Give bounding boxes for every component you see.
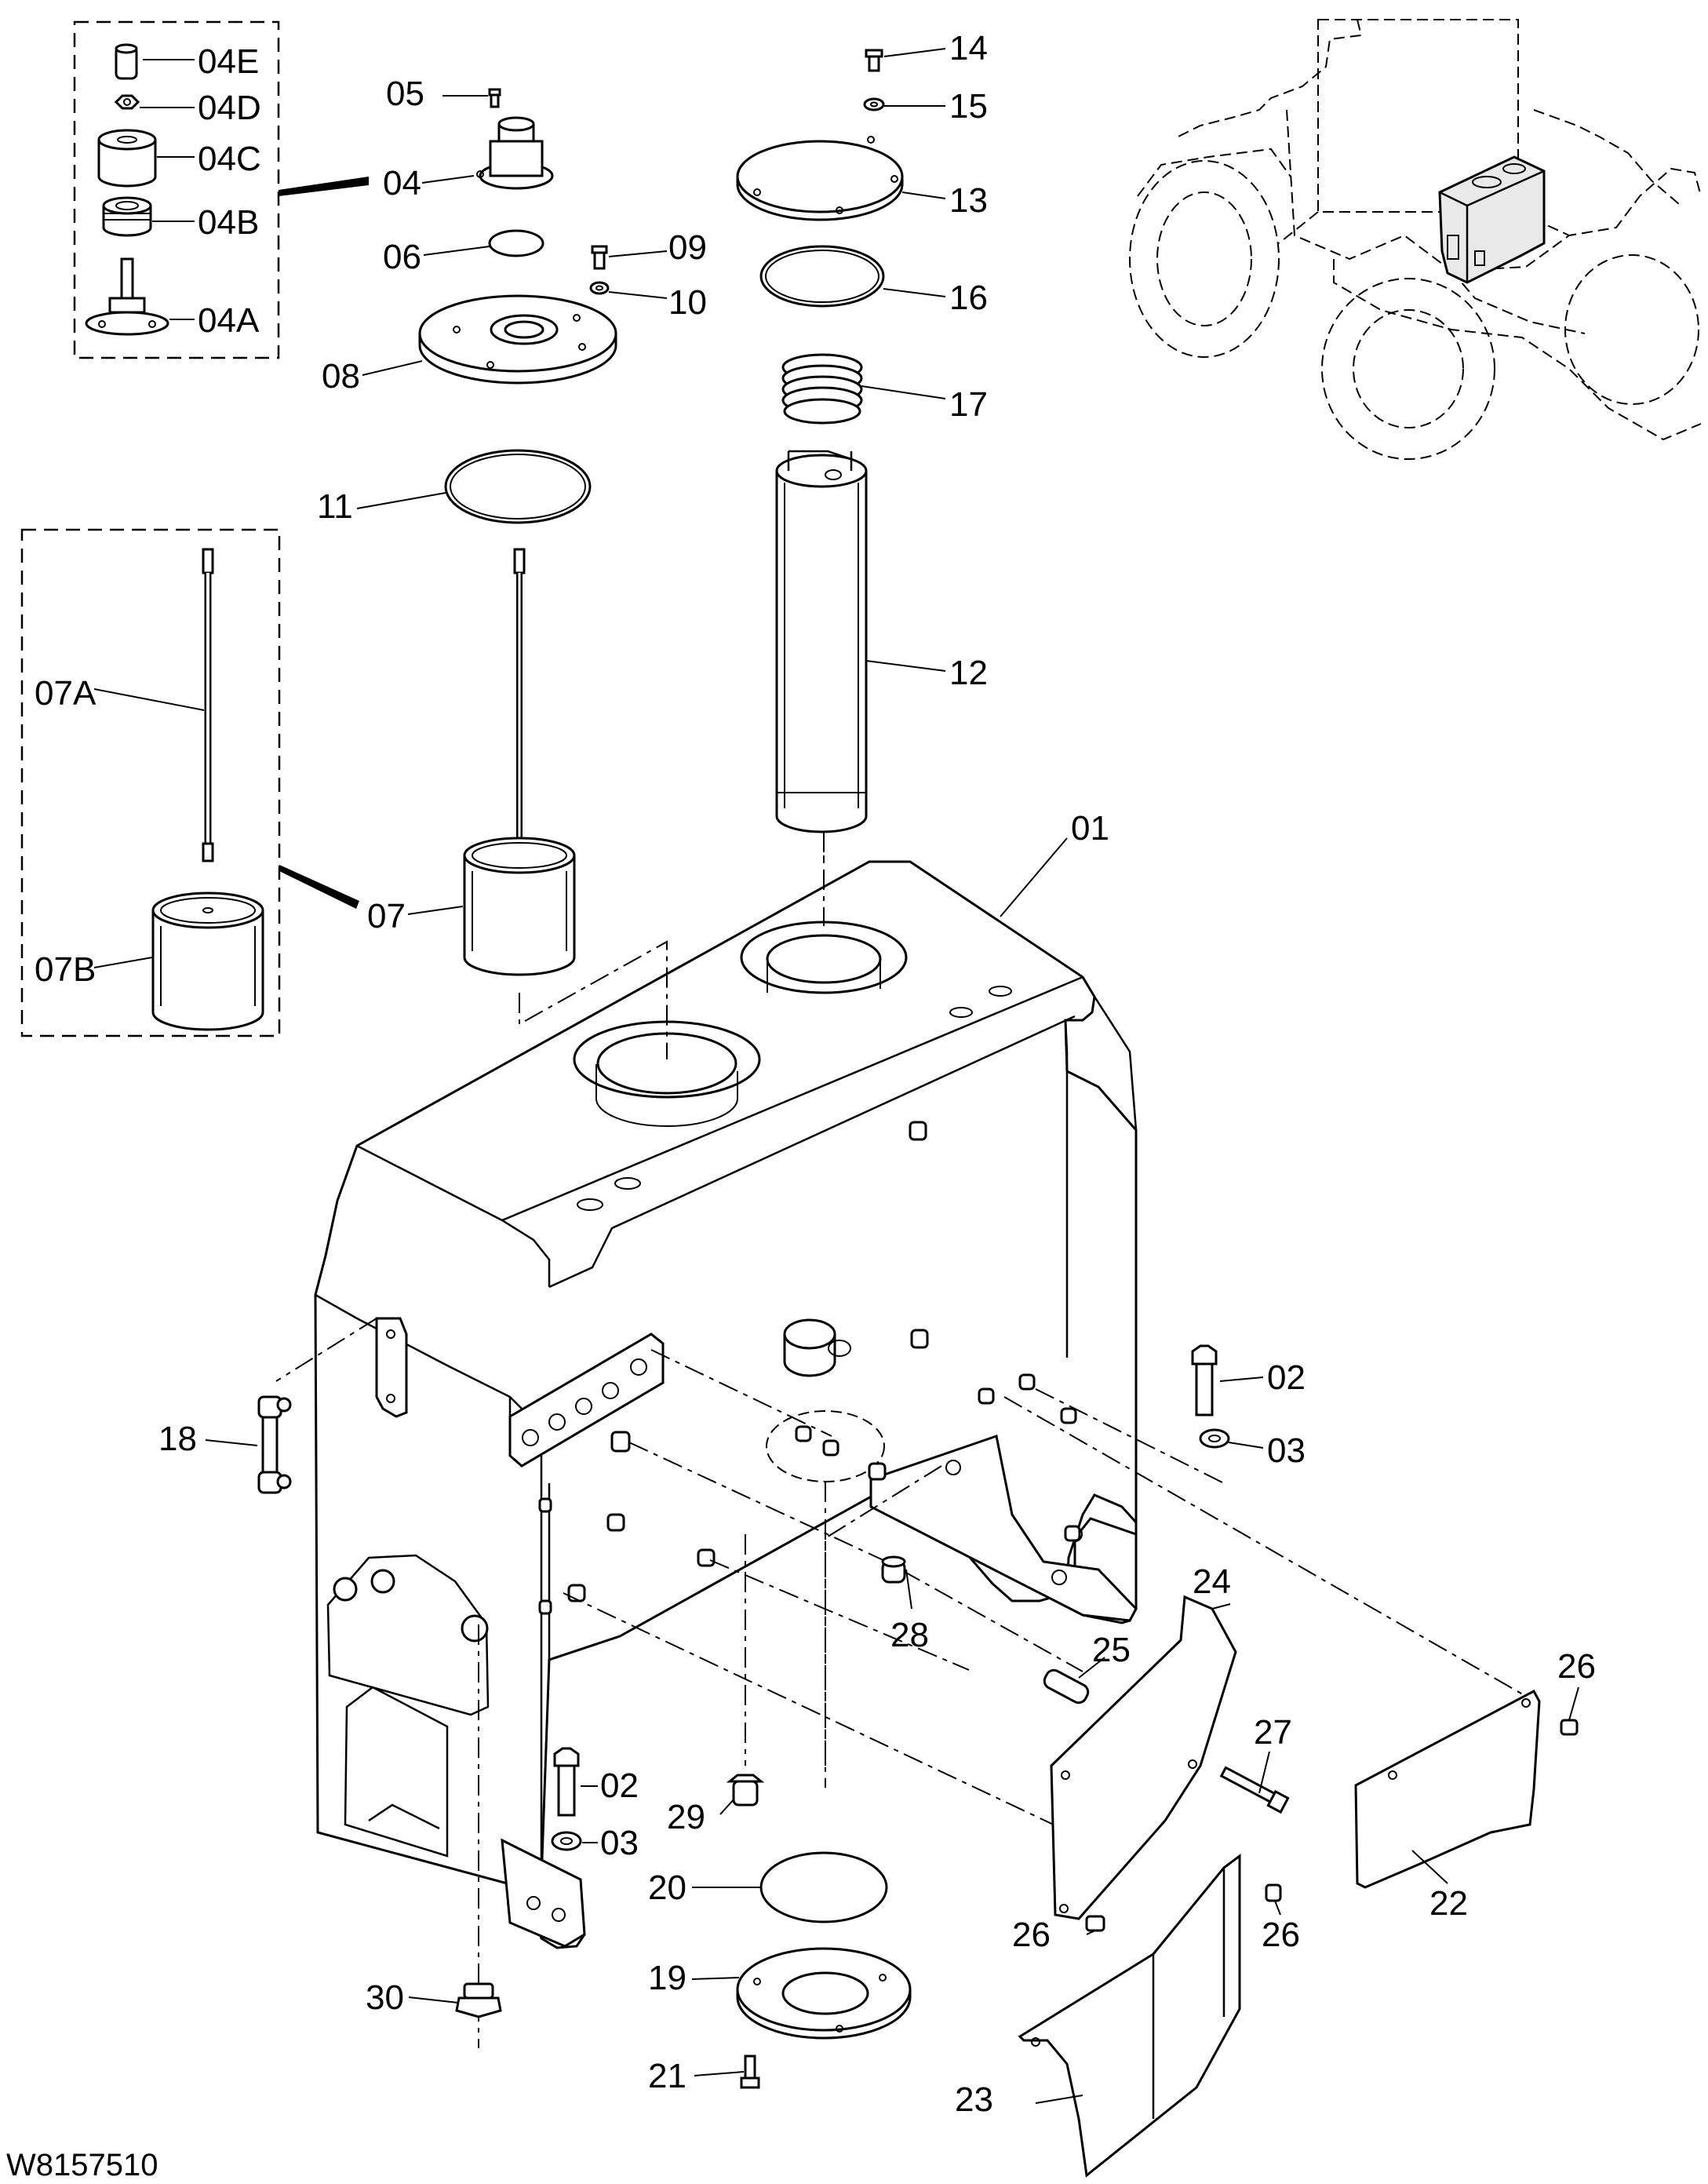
callout-24: 24 — [1193, 1562, 1231, 1601]
pointer-04 — [279, 177, 369, 196]
part-13-cover[interactable] — [736, 136, 904, 221]
part-04a-spindle[interactable] — [85, 257, 169, 336]
part-07b-element[interactable] — [151, 891, 264, 1031]
part-25-pin[interactable] — [1042, 1668, 1091, 1705]
part-04-cap-assembly[interactable] — [476, 116, 554, 190]
detail-box-04 — [73, 20, 280, 359]
callout-16: 16 — [949, 279, 988, 317]
part-23-cover[interactable] — [1018, 1854, 1241, 2178]
callout-22: 22 — [1429, 1884, 1468, 1923]
callout-09: 09 — [668, 228, 707, 267]
callout-25: 25 — [1092, 1631, 1131, 1669]
part-27-bolt[interactable] — [1219, 1766, 1290, 1814]
part-24-cover[interactable] — [1050, 1595, 1237, 1920]
pointer-07 — [279, 865, 359, 909]
callout-02-right: 02 — [1267, 1358, 1306, 1397]
part-11-o-ring[interactable] — [444, 449, 592, 524]
callout-04b: 04B — [198, 203, 259, 242]
assembly-centerlines — [275, 832, 1539, 2048]
part-26-bolt-a[interactable] — [1560, 1719, 1579, 1736]
callout-04c: 04C — [198, 140, 261, 178]
callout-13: 13 — [949, 181, 988, 220]
callout-26-a: 26 — [1557, 1647, 1596, 1686]
part-26-bolt-c[interactable] — [1265, 1883, 1282, 1902]
part-02-bolt-left[interactable] — [553, 1747, 580, 1817]
callout-08: 08 — [322, 357, 360, 396]
part-30-drain-plug[interactable] — [455, 1982, 502, 2018]
part-04e-cap[interactable] — [115, 43, 138, 80]
callout-23: 23 — [955, 2080, 993, 2119]
callout-15: 15 — [949, 87, 988, 126]
callout-01: 01 — [1071, 809, 1109, 848]
callout-26-b: 26 — [1012, 1916, 1051, 1954]
part-14-bolt[interactable] — [865, 49, 883, 72]
callout-03-left: 03 — [600, 1824, 639, 1862]
callout-06: 06 — [383, 238, 421, 276]
callout-11: 11 — [317, 487, 353, 526]
leader-lines — [205, 48, 1579, 2104]
callout-28: 28 — [890, 1616, 929, 1654]
part-18-sight-gauge[interactable] — [257, 1395, 292, 1494]
callout-04d: 04D — [198, 89, 261, 127]
callout-02-left: 02 — [600, 1767, 639, 1805]
callout-03-right: 03 — [1267, 1431, 1306, 1470]
callout-18: 18 — [158, 1420, 197, 1458]
part-19-cover[interactable] — [736, 1947, 912, 2040]
part-06-o-ring[interactable] — [488, 229, 544, 257]
callout-04e: 04E — [198, 42, 259, 81]
machine-location-view — [1129, 19, 1702, 460]
part-15-washer[interactable] — [863, 97, 885, 111]
callout-19: 19 — [648, 1959, 686, 1997]
tank-boss-round — [783, 1318, 851, 1377]
callout-07: 07 — [367, 897, 406, 935]
callout-21: 21 — [648, 2057, 686, 2095]
part-26-bolt-b[interactable] — [1085, 1915, 1105, 1932]
callout-04: 04 — [383, 164, 421, 202]
part-12-filter-element[interactable] — [775, 450, 868, 833]
part-17-spring[interactable] — [781, 353, 863, 425]
part-21-bolt[interactable] — [740, 2055, 760, 2089]
callout-07b: 07B — [35, 950, 96, 989]
part-02-bolt-right[interactable] — [1191, 1344, 1218, 1417]
callout-14: 14 — [949, 29, 988, 67]
part-04c-bushing[interactable] — [97, 129, 157, 188]
callout-05: 05 — [386, 75, 424, 113]
callout-04a: 04A — [198, 301, 260, 340]
callout-29: 29 — [667, 1798, 705, 1836]
callout-17: 17 — [949, 385, 988, 424]
part-28-plug[interactable] — [881, 1555, 906, 1584]
part-04d-nut[interactable] — [114, 94, 140, 110]
part-08-cover-plate[interactable] — [418, 294, 617, 385]
callout-20: 20 — [648, 1869, 686, 1907]
part-03-washer-left[interactable] — [551, 1831, 582, 1851]
part-16-o-ring[interactable] — [759, 245, 885, 308]
drawing-reference: W8157510 — [6, 2148, 158, 2182]
callout-30: 30 — [366, 1978, 404, 2017]
callout-07a: 07A — [35, 674, 97, 713]
part-10-washer[interactable] — [589, 281, 610, 295]
callout-labels: 04E 04D 04C 04B 04A 05 04 06 09 10 08 11… — [6, 29, 1596, 2182]
part-07-filter-assembly[interactable] — [463, 548, 576, 976]
part-05-screw[interactable] — [488, 88, 501, 108]
part-01-hydraulic-tank[interactable] — [314, 860, 1138, 1949]
callout-26-c: 26 — [1262, 1916, 1300, 1954]
part-22-cover[interactable] — [1354, 1689, 1541, 1889]
part-03-washer-right[interactable] — [1199, 1428, 1230, 1449]
detail-box-07 — [20, 528, 281, 1037]
callout-12: 12 — [949, 654, 988, 692]
part-20-o-ring[interactable] — [759, 1851, 888, 1923]
part-09-bolt[interactable] — [591, 245, 608, 270]
callout-27: 27 — [1254, 1713, 1292, 1752]
callout-10: 10 — [668, 283, 707, 322]
part-29-plug[interactable] — [726, 1774, 765, 1807]
part-04b-spool[interactable] — [102, 196, 152, 237]
part-07a-rod[interactable] — [202, 548, 214, 862]
